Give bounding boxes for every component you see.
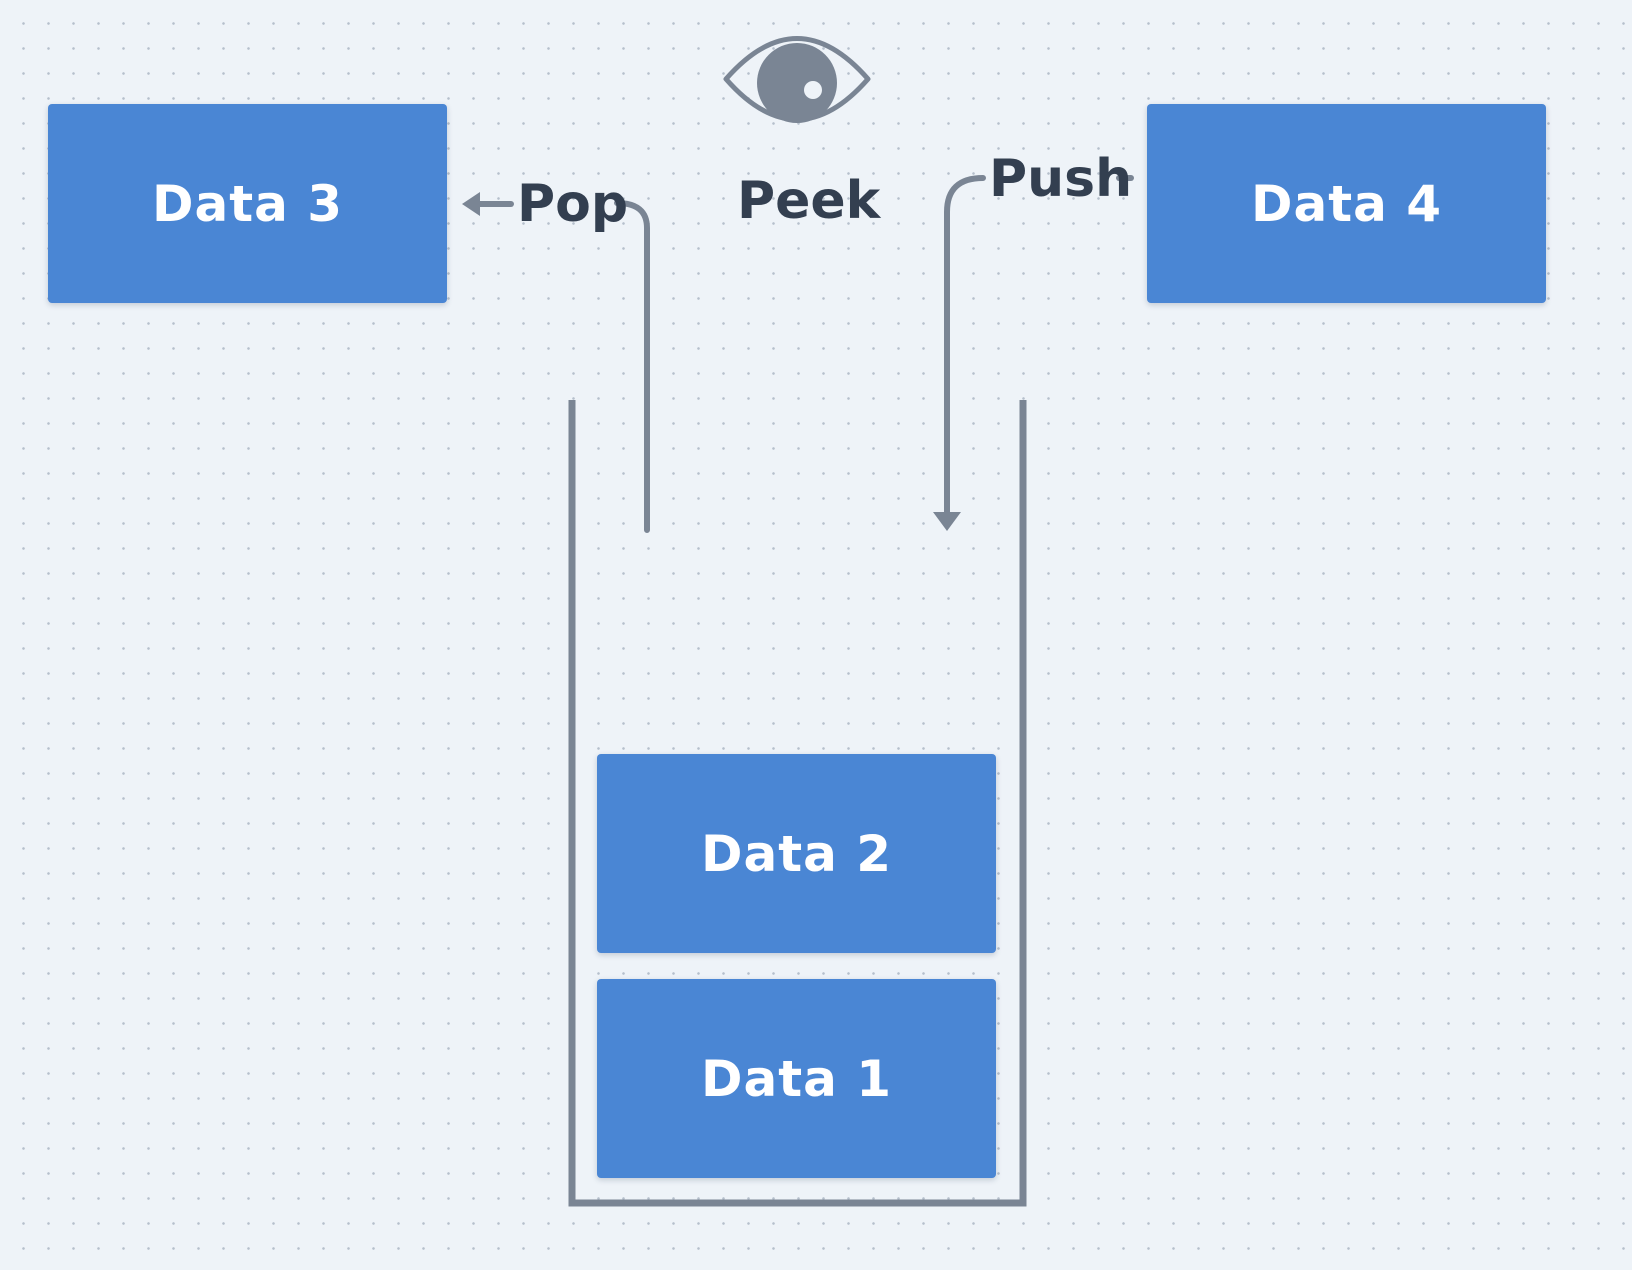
- label-push: Push: [989, 149, 1133, 209]
- label-peek: Peek: [737, 171, 881, 231]
- pop-arrowhead-icon: [462, 192, 480, 216]
- push-connector: [944, 175, 986, 515]
- pop-connector: [614, 200, 650, 533]
- block-data-2[interactable]: Data 2: [597, 754, 996, 953]
- block-data-4[interactable]: Data 4: [1147, 104, 1546, 303]
- block-data-1[interactable]: Data 1: [597, 979, 996, 1178]
- block-data-3[interactable]: Data 3: [48, 104, 447, 303]
- push-arrowhead-icon: [933, 512, 961, 531]
- eye-icon: [723, 36, 871, 123]
- stack-container: [568, 400, 1027, 1207]
- label-pop: Pop: [517, 174, 629, 234]
